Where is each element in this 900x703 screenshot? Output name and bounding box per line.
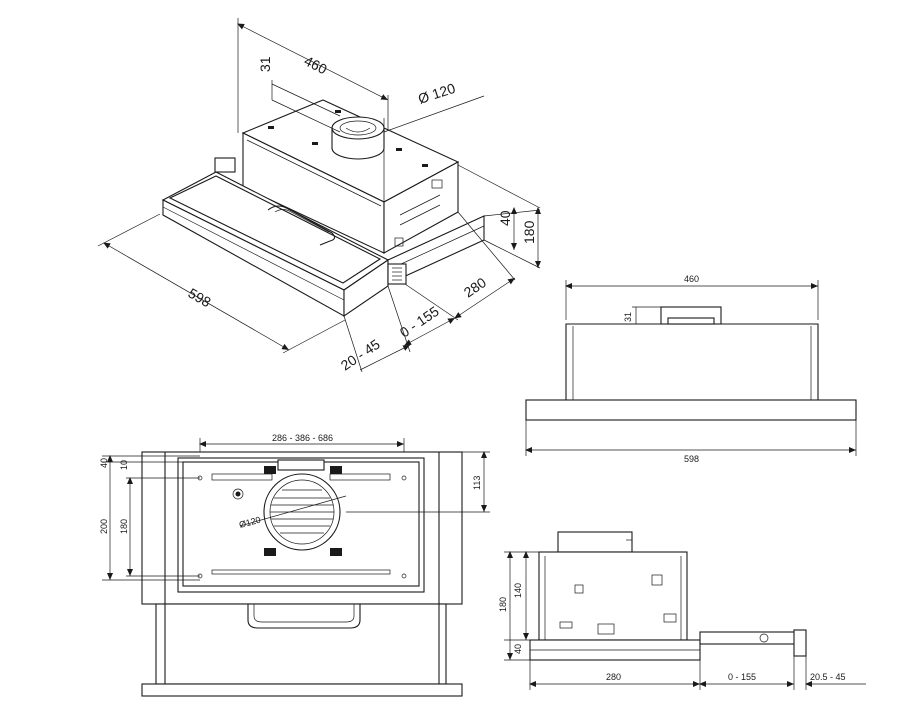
- bottom-right-offset-label: 113: [472, 476, 482, 490]
- side-body-height-label: 140: [513, 583, 523, 598]
- bottom-fixing-spacing-label: 286 - 386 - 686: [272, 433, 333, 443]
- iso-width-label: 598: [186, 285, 214, 311]
- front-top-offset-label: 31: [623, 312, 633, 322]
- bottom-left-top-label: 40: [99, 458, 109, 468]
- duct-collar: [331, 116, 385, 160]
- side-front-panel-label: 20.5 - 45: [810, 672, 846, 682]
- iso-total-height-label: 180: [521, 220, 537, 244]
- front-depth-label: 460: [684, 274, 699, 284]
- front-width-label: 598: [684, 454, 699, 464]
- isometric-view: 460 31 Ø 120 598 40 180 280 0 - 155 20 -…: [97, 18, 541, 373]
- front-view: 460 31 598: [525, 274, 857, 464]
- iso-top-offset-label: 31: [257, 56, 273, 72]
- iso-duct-diameter-label: Ø 120: [416, 80, 457, 107]
- iso-dimension-lines: [97, 18, 541, 373]
- bottom-view: 286 - 386 - 686: [99, 433, 490, 697]
- side-view: 180 140 40 280 0 - 155 20.5 - 45: [498, 531, 866, 690]
- fan-grille: [270, 489, 334, 534]
- iso-front-height-label: 40: [497, 210, 513, 226]
- side-drawer-travel-label: 0 - 155: [728, 672, 756, 682]
- iso-body-depth-label: 280: [461, 274, 489, 300]
- iso-drawer-travel-label: 0 - 155: [397, 303, 442, 341]
- side-total-height-label: 180: [498, 597, 508, 612]
- bottom-left-inner-top-label: 10: [119, 460, 129, 470]
- base-frame: [387, 215, 485, 285]
- side-body-depth-label: 280: [606, 672, 621, 682]
- side-base-height-label: 40: [513, 644, 523, 654]
- bottom-left-inner-height-label: 180: [119, 519, 129, 534]
- iso-depth-label: 460: [302, 52, 330, 77]
- bottom-left-height-label: 200: [99, 519, 109, 534]
